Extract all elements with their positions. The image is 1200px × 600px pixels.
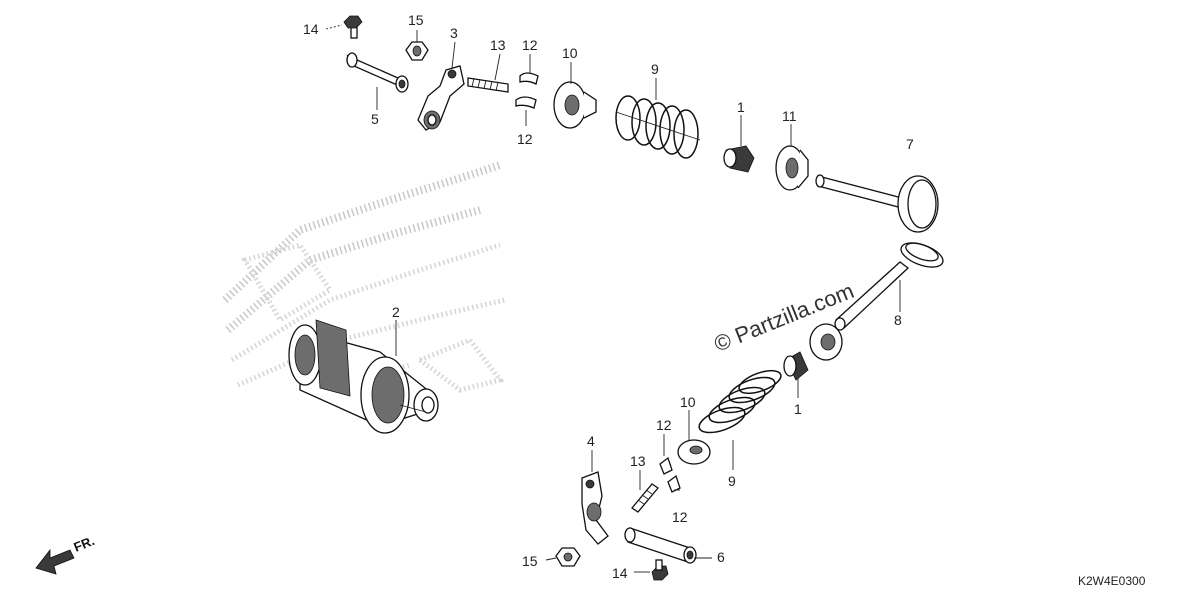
callout-12-top-a: 12 — [522, 37, 538, 53]
callout-9-bottom: 9 — [728, 473, 736, 489]
valve-stem-seal-top — [723, 145, 755, 173]
bolt-bottom — [651, 559, 669, 581]
front-arrow-icon — [35, 548, 75, 575]
callout-1-top: 1 — [737, 99, 745, 115]
valve-cotter-bottom-1 — [659, 456, 673, 475]
callout-12-bottom-b: 12 — [672, 509, 688, 525]
camshaft — [288, 319, 439, 434]
callout-14-bottom: 14 — [612, 565, 628, 581]
callout-3: 3 — [450, 25, 458, 41]
callout-2: 2 — [392, 304, 400, 320]
rocker-arm-bottom — [581, 471, 609, 545]
valve-stem-seal-bottom — [783, 351, 809, 381]
callout-12-top-b: 12 — [517, 131, 533, 147]
callout-6: 6 — [717, 549, 725, 565]
callout-1-bottom: 1 — [794, 401, 802, 417]
valve-spring-seat — [775, 145, 809, 191]
valve-cotter-top-1 — [519, 72, 539, 85]
intake-valve — [815, 174, 939, 233]
callout-10-bottom: 10 — [680, 394, 696, 410]
rocker-arm-shaft-bottom — [624, 527, 697, 564]
valve-cotter-top-2 — [515, 96, 537, 109]
front-direction-indicator: FR. — [35, 533, 97, 575]
rocker-arm-top — [417, 65, 465, 131]
valve-spring-bottom — [698, 369, 782, 434]
callout-4: 4 — [587, 433, 595, 449]
callout-9-top: 9 — [651, 61, 659, 77]
callout-12-bottom-a: 12 — [656, 417, 672, 433]
valve-cotter-bottom-2 — [667, 474, 681, 493]
valve-spring-top — [615, 95, 701, 159]
nut-top — [405, 41, 429, 61]
callout-10-top: 10 — [562, 45, 578, 61]
adjusting-screw-bottom — [631, 483, 659, 513]
callout-13-top: 13 — [490, 37, 506, 53]
valve-spring-seat-bottom — [809, 323, 843, 361]
adjusting-screw-top — [467, 77, 509, 93]
callout-15-bottom: 15 — [522, 553, 538, 569]
bolt-top — [343, 15, 363, 39]
callout-8: 8 — [894, 312, 902, 328]
diagram-code: K2W4E0300 — [1078, 574, 1146, 588]
callout-5: 5 — [371, 111, 379, 127]
spring-retainer-bottom — [677, 439, 711, 465]
callout-7: 7 — [906, 136, 914, 152]
nut-bottom — [555, 547, 581, 567]
callout-13-bottom: 13 — [630, 453, 646, 469]
callout-15-top: 15 — [408, 12, 424, 28]
exhaust-valve — [834, 242, 944, 331]
front-label: FR. — [72, 533, 97, 555]
leader-lines — [325, 24, 901, 573]
background-logo-watermark — [222, 161, 506, 393]
callout-11: 11 — [782, 108, 797, 124]
callout-numbers: 14 15 3 13 12 12 10 9 5 1 11 7 2 8 1 10 … — [303, 12, 914, 581]
callout-14-top: 14 — [303, 21, 319, 37]
spring-retainer-top — [553, 81, 597, 129]
rocker-arm-shaft-top — [346, 52, 409, 93]
